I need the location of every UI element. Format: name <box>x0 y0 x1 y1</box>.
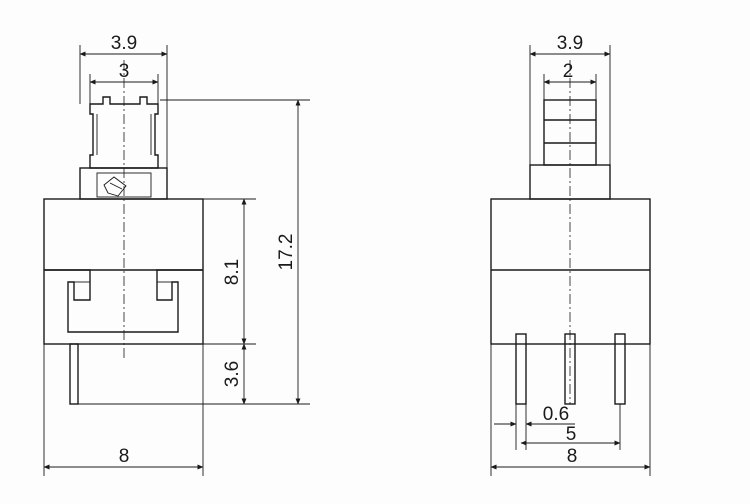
right-view: 3.9 2 0.6 5 8 <box>490 33 651 476</box>
right-body <box>490 198 651 345</box>
left-plunger <box>89 96 159 169</box>
dim-label: 17.2 <box>276 234 297 271</box>
dim-left-height-total: 17.2 <box>78 99 310 405</box>
left-body <box>43 198 204 345</box>
dim-right-pin-pitch: 5 <box>520 404 621 450</box>
dim-label: 0.6 <box>543 404 569 425</box>
pin-left <box>515 333 527 405</box>
dim-left-width-top: 3.9 <box>79 33 168 168</box>
pin-center <box>564 333 576 405</box>
left-pin <box>69 343 79 405</box>
dim-label: 3.6 <box>222 361 243 387</box>
dim-left-width-body: 8 <box>43 344 204 476</box>
right-plunger <box>529 99 611 200</box>
dim-right-width-inner: 2 <box>543 61 597 100</box>
dim-left-height-body: 8.1 <box>203 198 256 345</box>
dim-left-width-inner: 3 <box>89 61 159 104</box>
dim-label: 3.9 <box>557 33 583 54</box>
dim-right-width-top: 3.9 <box>529 33 611 165</box>
left-view: 3.9 3 17.2 8.1 3.6 <box>43 33 310 476</box>
dim-label: 3 <box>119 61 130 82</box>
dim-left-height-pin: 3.6 <box>222 343 247 405</box>
dim-label: 8 <box>119 446 130 467</box>
dim-label: 8.1 <box>222 259 243 285</box>
dim-label: 5 <box>566 424 577 445</box>
dim-label: 3.9 <box>111 33 137 54</box>
left-plunger-base <box>79 167 168 200</box>
dim-label: 2 <box>563 61 574 82</box>
dim-right-width-body: 8 <box>490 344 651 476</box>
dim-right-pin-width: 0.6 <box>494 404 575 450</box>
dim-label: 8 <box>567 446 578 467</box>
